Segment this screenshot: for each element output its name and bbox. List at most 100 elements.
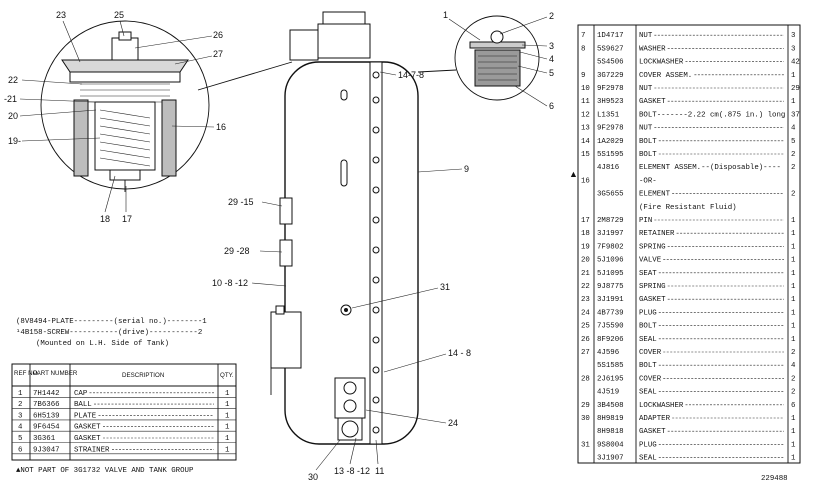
row-part-number: 3B4508 — [597, 402, 624, 410]
row-part-number: 5S1595 — [597, 151, 624, 159]
row-part-number: 3J1907 — [597, 455, 624, 463]
row-ref: 15 — [581, 151, 590, 159]
row-qty: 1 — [791, 441, 796, 449]
row-ref: 9 — [581, 72, 585, 80]
callout-2: 2 — [549, 11, 554, 21]
row-qty: 5 — [791, 138, 795, 146]
row-description: SEAL — [639, 455, 657, 463]
row-part-number: L1351 — [597, 111, 620, 119]
row-part-number: 7F9802 — [597, 243, 624, 251]
row-ref: 5 — [18, 435, 22, 443]
row-part-number: 9F2978 — [597, 85, 624, 93]
table-row: 1 7H1442 CAP 1 — [18, 390, 230, 398]
row-part-number: 3J1991 — [597, 296, 624, 304]
row-part-number: 5S4506 — [597, 59, 624, 67]
not-part-marker: ▲ — [569, 169, 578, 179]
row-description: BOLT — [639, 362, 657, 370]
callout-19: 19- — [8, 136, 21, 146]
row-description: COVER — [639, 375, 662, 383]
row-qty: 1 — [791, 243, 796, 251]
row-qty: 1 — [225, 424, 230, 432]
callout-21: -21 — [4, 94, 17, 104]
table-row: 12 L1351 BOLT-------2.22 cm(.875 in.) long… — [581, 111, 800, 119]
row-ref: 26 — [581, 336, 590, 344]
note-line-1: (8V8494-PLATE---------(serial no.)------… — [16, 318, 207, 326]
row-part-number: 1D4717 — [597, 32, 624, 40]
header-part-number: PART NUMBER — [33, 370, 78, 377]
row-qty: 1 — [791, 257, 796, 265]
row-ref: 27 — [581, 349, 590, 357]
row-ref: 2 — [18, 401, 22, 409]
row-description: COVER — [639, 349, 662, 357]
callout-18: 18 — [100, 214, 110, 224]
row-ref: 3 — [18, 412, 22, 420]
row-description: BALL — [74, 401, 92, 409]
header-description: DESCRIPTION — [122, 372, 164, 379]
row-description: BOLT — [639, 138, 657, 146]
row-description: CAP — [74, 390, 88, 398]
row-description: PIN — [639, 217, 652, 225]
row-part-number: 8F9206 — [597, 336, 624, 344]
row-description: GASKET — [74, 435, 101, 443]
row-ref: 17 — [581, 217, 590, 225]
row-description: GASKET — [639, 428, 666, 436]
row-ref: 1 — [18, 390, 23, 398]
callout-10-8-12: 10 -8 -12 — [212, 278, 248, 288]
callout-29-15: 29 -15 — [228, 197, 254, 207]
row-part-number: 5S1585 — [597, 362, 624, 370]
row-ref: 28 — [581, 375, 590, 383]
row-qty: 2 — [791, 151, 795, 159]
hydraulic-tank — [270, 11, 419, 445]
row-description: BOLT — [639, 151, 657, 159]
row-qty: 3 — [791, 32, 795, 40]
row-qty: 1 — [791, 217, 796, 225]
callout-3: 3 — [549, 41, 554, 51]
row-qty: 1 — [225, 390, 230, 398]
row-qty: 2 — [791, 164, 795, 172]
row-qty: 2 — [791, 191, 795, 199]
row-part-number: 7H1442 — [33, 390, 60, 398]
row-qty: 4 — [791, 125, 796, 133]
row-ref: 29 — [581, 402, 590, 410]
row-qty: 1 — [791, 72, 796, 80]
row-ref: 7 — [581, 32, 585, 40]
flange-bolts — [372, 71, 380, 434]
callout-11: 11 — [375, 466, 384, 476]
row-description: LOCKWASHER — [639, 402, 684, 410]
row-qty: 1 — [225, 401, 230, 409]
row-description: SPRING — [639, 243, 666, 251]
callout-20: 20 — [8, 111, 18, 121]
row-description: LOCKWASHER — [639, 59, 684, 67]
row-ref: 12 — [581, 111, 590, 119]
tank-callouts: 14-7-8 9 29 -15 29 -28 10 -8 -12 31 14 -… — [212, 70, 471, 482]
row-qty: 1 — [225, 435, 230, 443]
row-description: BOLT-------2.22 cm(.875 in.) long — [639, 111, 785, 119]
row-ref: 10 — [581, 85, 590, 93]
table-row: (Fire Resistant Fluid) — [639, 204, 737, 212]
row-qty: 6 — [791, 402, 795, 410]
row-description: ELEMENT — [639, 191, 671, 199]
row-part-number: 1A2029 — [597, 138, 624, 146]
callout-31: 31 — [440, 282, 450, 292]
row-qty: 1 — [225, 446, 230, 454]
row-ref: 14 — [581, 138, 590, 146]
row-part-number: 6H5139 — [33, 412, 60, 420]
